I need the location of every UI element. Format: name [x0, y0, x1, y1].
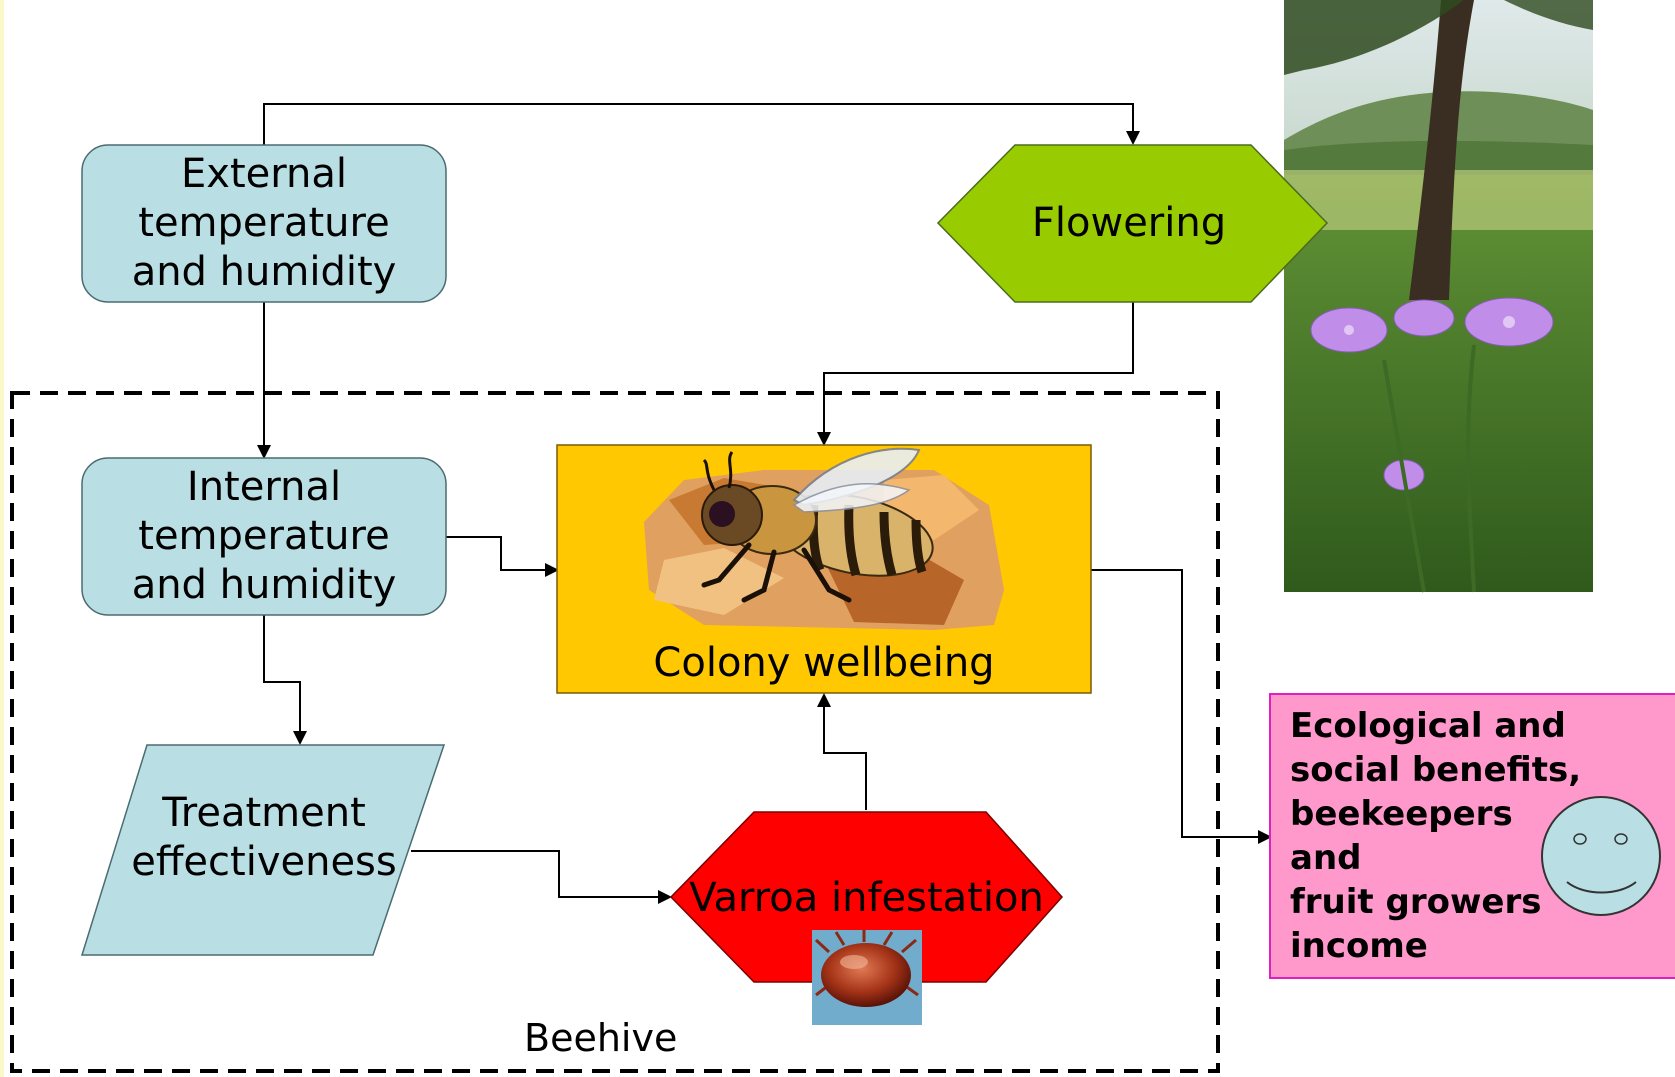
internal-label-line-3: and humidity [131, 562, 397, 608]
flowering-node-shape [936, 144, 1329, 303]
beehive-container [10, 391, 1220, 1073]
colony-label: Colony wellbeing [653, 639, 995, 686]
arrow-varroa-to-colony [817, 693, 867, 810]
arrow-colony-to-benefits [1091, 569, 1272, 844]
arrow-treatment-to-varroa [411, 850, 672, 904]
benefits-label-line-6: income [1290, 926, 1428, 966]
connectors [257, 103, 1272, 904]
external-node-shape [81, 144, 447, 303]
beehive-label: Beehive [524, 1016, 678, 1060]
flowering-node: Flowering [994, 198, 1264, 248]
smiley-face-icon [1541, 796, 1661, 916]
treatment-node: Treatment effectiveness [104, 778, 424, 898]
varroa-node: Varroa infestation [671, 873, 1062, 923]
internal-label-line-1: Internal [186, 464, 342, 510]
varroa-label: Varroa infestation [689, 874, 1044, 921]
treatment-node-shape [80, 744, 446, 956]
varroa-node-shape [669, 811, 1064, 983]
benefits-label-line-5: fruit growers [1290, 882, 1542, 922]
arrow-internal-to-colony [446, 536, 559, 577]
internal-label-line-2: temperature [138, 513, 390, 559]
varroa-mite-photo [812, 930, 922, 1025]
benefits-label-line-1: Ecological and [1290, 706, 1566, 746]
benefits-label-line-2: social benefits, [1290, 750, 1582, 790]
colony-node: Colony wellbeing [557, 638, 1091, 688]
external-label-line-2: temperature [138, 200, 390, 246]
meadow-tree-photo [1284, 0, 1593, 593]
benefits-node: Ecological and social benefits, beekeepe… [1290, 704, 1590, 968]
benefits-label-line-4: and [1290, 838, 1362, 878]
external-node: External temperature and humidity [82, 145, 446, 302]
arrow-internal-to-treatment [263, 615, 307, 745]
external-label-line-1: External [181, 151, 347, 197]
internal-node-shape [81, 457, 447, 616]
flowering-label: Flowering [1031, 199, 1227, 246]
arrow-external-to-flowering [263, 103, 1140, 145]
internal-node: Internal temperature and humidity [82, 458, 446, 615]
diagram-svg [10, 0, 1675, 1073]
external-label-line-3: and humidity [131, 249, 397, 295]
treatment-label-line-2: effectiveness [131, 839, 397, 885]
treatment-label-line-1: Treatment [162, 790, 366, 836]
bee-illustration [644, 447, 1004, 630]
arrow-flowering-to-colony [817, 302, 1134, 446]
benefits-label-line-3: beekeepers [1290, 794, 1513, 834]
